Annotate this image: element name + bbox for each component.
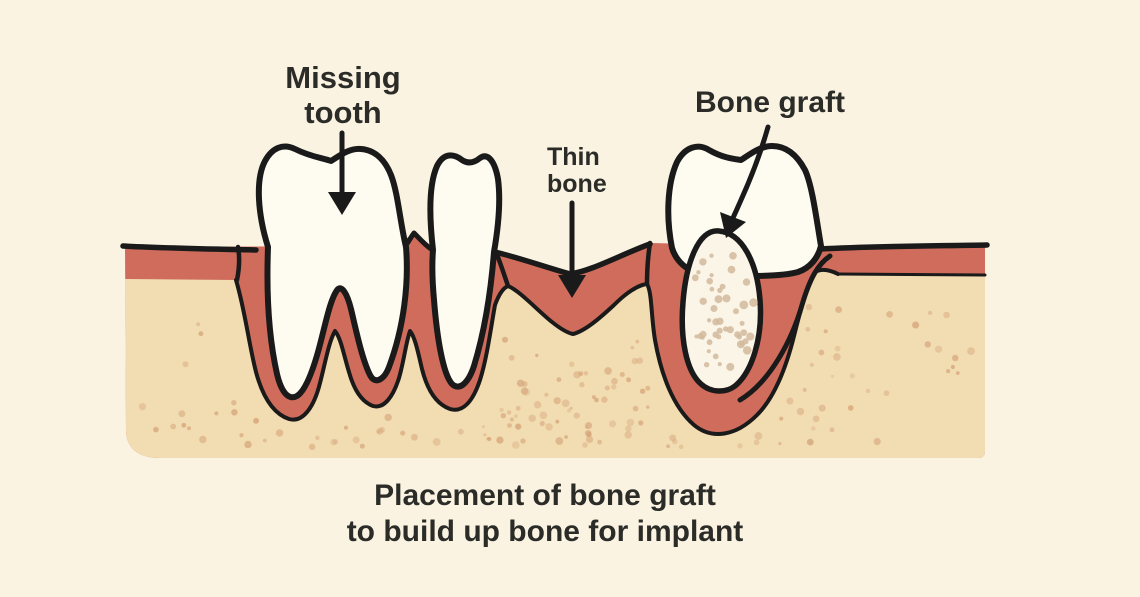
- bone-graft-label: Bone graft: [695, 86, 845, 119]
- thin-bone-label-line1: Thin: [547, 143, 600, 171]
- gum-line-right: [817, 242, 990, 252]
- bone-graft-arrow: [728, 124, 771, 225]
- left-molar-tooth: [255, 143, 410, 401]
- label-missing-tooth: Missing tooth: [285, 60, 401, 215]
- jaw-bone: [125, 269, 985, 458]
- premolar-tooth: [427, 152, 503, 390]
- thin-bone-label-line2: bone: [547, 170, 607, 198]
- caption: Placement of bone graft to build up bone…: [347, 479, 744, 548]
- gum-bone-boundary-right: [836, 272, 987, 277]
- bone-graft-material: [679, 228, 764, 394]
- missing-tooth-label-line1: Missing: [285, 60, 400, 95]
- label-thin-bone: Thin bone: [547, 143, 607, 298]
- thin-bone-arrowhead: [558, 275, 586, 298]
- graft-granule-texture: [691, 252, 758, 371]
- caption-line1: Placement of bone graft: [374, 479, 716, 512]
- gum-line-left: [120, 243, 259, 253]
- bone-contour-line: [234, 267, 840, 436]
- socket-inner-wall-line: [737, 253, 833, 403]
- bone-graft-arrowhead: [720, 212, 746, 238]
- caption-line2: to build up bone for implant: [347, 515, 744, 548]
- missing-tooth-arrowhead: [328, 192, 356, 215]
- missing-tooth-label-line2: tooth: [304, 95, 381, 130]
- label-bone-graft: Bone graft: [695, 86, 845, 238]
